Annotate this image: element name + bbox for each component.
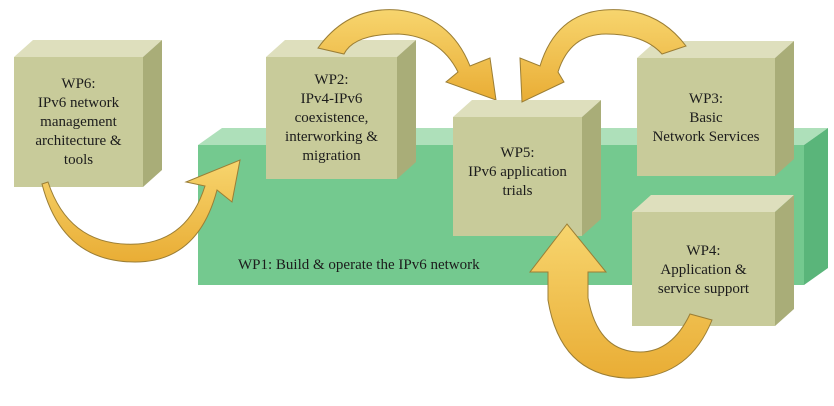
wp2-line-4: interworking & (285, 129, 378, 145)
wp3-label: WP3: Basic Network Services (637, 90, 775, 147)
wp4-line-2: Application & (660, 262, 747, 278)
wp6-line-3: management (40, 114, 117, 130)
wp4-label: WP4: Application & service support (632, 242, 775, 299)
wp5-line-1: WP5: (500, 145, 535, 161)
wp5-box (453, 100, 601, 236)
wp4-line-3: service support (657, 281, 750, 297)
wp2-line-5: migration (302, 148, 361, 164)
wp2-line-1: WP2: (314, 72, 349, 88)
wp5-line-3: trials (502, 183, 533, 199)
wp6-line-5: tools (63, 152, 94, 168)
arrow-wp4-to-wp5 (528, 223, 713, 379)
wp3-line-2: Basic (689, 110, 723, 126)
arrow-wp3-to-wp5 (519, 9, 687, 103)
wp6-line-1: WP6: (61, 76, 96, 92)
wp6-box (14, 40, 162, 187)
wp2-line-3: coexistence, (294, 110, 369, 126)
wp1-slab-side (804, 128, 828, 285)
wp2-line-2: IPv4-IPv6 (300, 91, 363, 107)
wp6-label: WP6: IPv6 network management architectur… (14, 75, 143, 170)
wp3-box (637, 41, 794, 176)
wp4-line-1: WP4: (686, 243, 721, 259)
wp3-line-3: Network Services (652, 129, 760, 145)
wp5-label: WP5: IPv6 application trials (453, 144, 582, 201)
arrow-wp6-to-wp2 (41, 159, 241, 263)
wp1-label: WP1: Build & operate the IPv6 network (238, 257, 480, 273)
wp6-line-2: IPv6 network (37, 95, 120, 111)
wp3-line-1: WP3: (688, 91, 724, 107)
wp5-line-2: IPv6 application (468, 164, 567, 180)
wp6-line-4: architecture & (35, 133, 122, 149)
arrow-wp2-to-wp5 (317, 9, 497, 101)
wp2-label: WP2: IPv4-IPv6 coexistence, interworking… (266, 71, 397, 166)
wp4-box (632, 195, 794, 326)
